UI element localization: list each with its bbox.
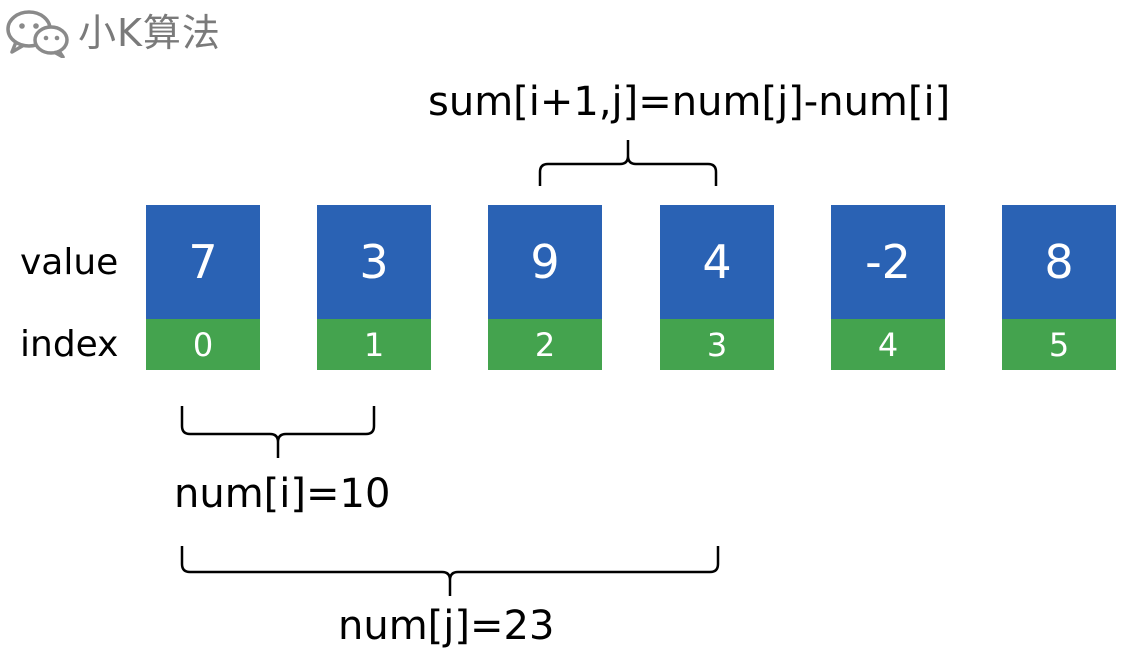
value-cell: 4	[660, 205, 774, 319]
index-row-label: index	[20, 324, 119, 365]
index-cell: 4	[831, 319, 945, 370]
index-cell: 0	[146, 319, 260, 370]
bracket-num-i	[180, 406, 376, 458]
index-cell: 5	[1002, 319, 1116, 370]
index-cell: 1	[317, 319, 431, 370]
watermark: 小K算法	[4, 8, 221, 58]
value-cell: 7	[146, 205, 260, 319]
value-cell: 8	[1002, 205, 1116, 319]
bracket-num-j	[180, 546, 720, 596]
wechat-icon	[6, 10, 69, 58]
num-j-formula: num[j]=23	[338, 603, 555, 649]
index-cell: 3	[660, 319, 774, 370]
value-row-label: value	[20, 242, 119, 283]
value-cell: 9	[488, 205, 602, 319]
index-cell: 2	[488, 319, 602, 370]
bracket-top	[538, 140, 718, 186]
sum-formula: sum[i+1,j]=num[j]-num[i]	[428, 79, 951, 125]
num-i-formula: num[i]=10	[174, 471, 391, 517]
value-cell: 3	[317, 205, 431, 319]
value-cell: -2	[831, 205, 945, 319]
watermark-text: 小K算法	[78, 11, 221, 55]
